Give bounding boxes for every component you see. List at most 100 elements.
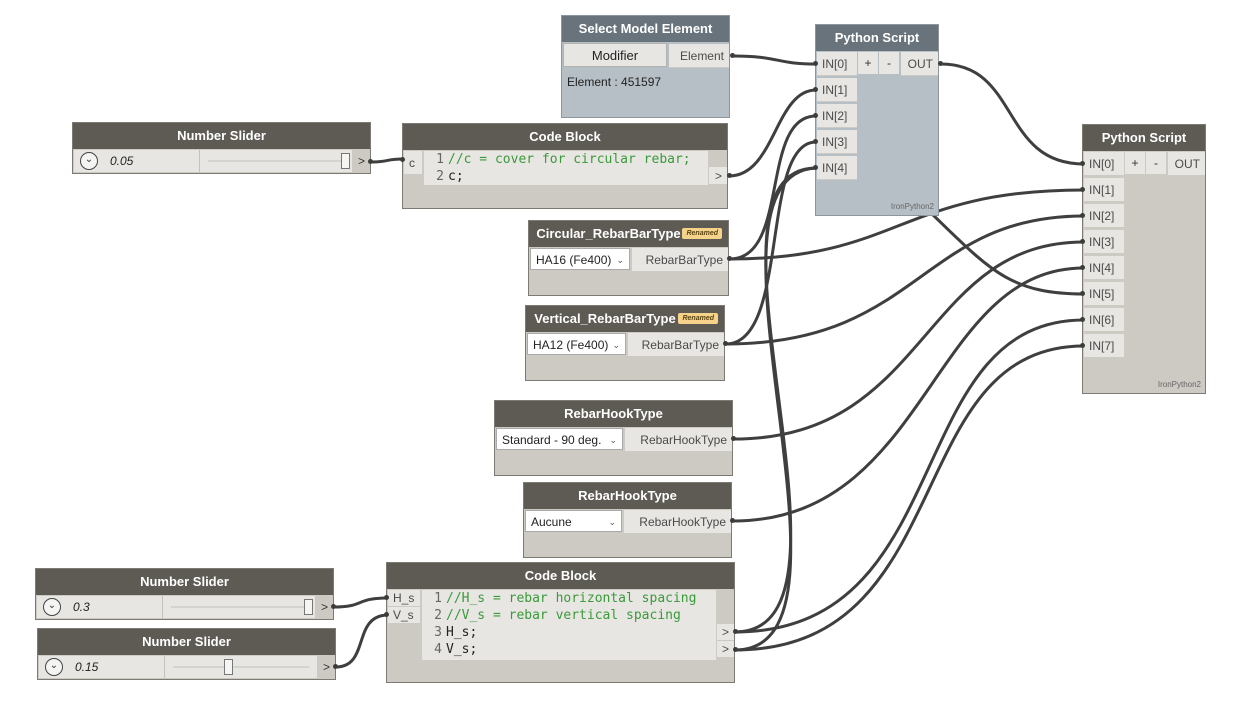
wire-code2a-to-py2-in6 [733, 318, 1086, 634]
wire-code2a-to-py1-in4 [733, 166, 818, 634]
input-port-c[interactable]: c [404, 151, 422, 175]
rebar-bar-type-output-port[interactable]: RebarBarType [628, 333, 724, 357]
slider-track[interactable] [173, 666, 309, 668]
code-editor[interactable]: 1//H_s = rebar horizontal spacing 2//V_s… [422, 590, 716, 660]
remove-input-button[interactable]: - [879, 52, 899, 74]
slider-thumb[interactable] [341, 153, 350, 169]
wire-slider3-to-code2 [334, 613, 390, 669]
element-value: Element : 451597 [567, 75, 662, 89]
out-port[interactable]: OUT [901, 52, 938, 76]
wire-code2b-to-py1-in4 [733, 166, 818, 652]
rebar-hook-type-node-2[interactable]: RebarHookType Aucune ⌄ RebarHookType [523, 482, 732, 558]
rebar-type-dropdown[interactable]: HA12 (Fe400) ⌄ [527, 333, 626, 355]
input-port-in3[interactable]: IN[3] [1084, 230, 1124, 254]
wire-element-to-py1-in0 [731, 54, 818, 66]
node-title-text: Circular_RebarBarType [536, 226, 681, 241]
code-line: //V_s = rebar vertical spacing [446, 608, 681, 623]
output-port-1[interactable]: > [717, 624, 734, 641]
number-slider-node-3[interactable]: Number Slider ⌄ 0.15 > [37, 628, 336, 680]
input-port-in0[interactable]: IN[0] [1084, 152, 1124, 176]
remove-input-button[interactable]: - [1146, 152, 1166, 174]
wire-code1-to-py1-in1 [727, 88, 818, 178]
slider-thumb[interactable] [224, 659, 233, 675]
slider-value: 0.05 [110, 154, 134, 168]
chevron-down-icon: ⌄ [608, 517, 616, 527]
output-port[interactable]: > [709, 167, 727, 185]
line-number: 2 [434, 608, 442, 623]
slider-output-port[interactable]: > [321, 600, 329, 614]
renamed-badge: Renamed [678, 313, 718, 324]
modifier-button[interactable]: Modifier [563, 43, 667, 67]
rebar-type-dropdown[interactable]: HA16 (Fe400) ⌄ [530, 248, 630, 270]
input-port-in3[interactable]: IN[3] [817, 130, 857, 154]
input-port-v-s[interactable]: V_s [388, 607, 420, 624]
python-script-node-2[interactable]: Python Script IN[0] IN[1] IN[2] IN[3] IN… [1082, 124, 1206, 394]
input-port-in1[interactable]: IN[1] [817, 78, 857, 102]
slider-value: 0.15 [75, 660, 99, 674]
add-input-button[interactable]: + [858, 52, 878, 74]
add-input-button[interactable]: + [1125, 152, 1145, 174]
input-port-in5[interactable]: IN[5] [1084, 282, 1124, 306]
code-block-node-1[interactable]: Code Block c 1//c = cover for circular r… [402, 123, 728, 209]
engine-label: IronPython2 [1157, 380, 1201, 389]
node-title: RebarHookType [495, 401, 732, 427]
input-port-h-s[interactable]: H_s [388, 590, 420, 607]
chevron-down-icon[interactable]: ⌄ [43, 598, 61, 616]
wire-code2b-to-py2-in7 [733, 344, 1086, 652]
element-output-port[interactable]: Element [669, 44, 729, 68]
code-line: c; [448, 169, 464, 184]
slider-thumb[interactable] [304, 599, 313, 615]
wire-py1-out-to-py2-in0 [939, 62, 1086, 166]
input-port-in6[interactable]: IN[6] [1084, 308, 1124, 332]
select-model-element-node[interactable]: Select Model Element Modifier Element El… [561, 15, 730, 118]
wire-vert-to-py1-in3 [724, 140, 818, 346]
input-port-in2[interactable]: IN[2] [817, 104, 857, 128]
rebar-bar-type-output-port[interactable]: RebarBarType [632, 248, 728, 272]
wire-vert-to-py2-in2 [724, 214, 1086, 346]
hook-type-dropdown[interactable]: Standard - 90 deg. ⌄ [496, 428, 623, 450]
chevron-down-icon: ⌄ [616, 255, 624, 265]
slider-track[interactable] [171, 606, 307, 608]
input-port-in1[interactable]: IN[1] [1084, 178, 1124, 202]
slider-output-port[interactable]: > [323, 660, 331, 674]
slider-value: 0.3 [73, 600, 90, 614]
output-port-2[interactable]: > [717, 641, 734, 658]
input-port-in4[interactable]: IN[4] [817, 156, 857, 180]
chevron-down-icon[interactable]: ⌄ [45, 658, 63, 676]
dropdown-value: Standard - 90 deg. [502, 433, 602, 447]
code-block-node-2[interactable]: Code Block H_s V_s 1//H_s = rebar horizo… [386, 562, 735, 683]
dropdown-value: HA16 (Fe400) [536, 253, 612, 267]
wire-circ-to-py1-in2 [728, 114, 818, 261]
input-port-in2[interactable]: IN[2] [1084, 204, 1124, 228]
slider-output-port[interactable]: > [358, 154, 366, 168]
wire-py1-to-py2-in5 [928, 210, 1086, 296]
python-script-node-1[interactable]: Python Script IN[0] IN[1] IN[2] IN[3] IN… [815, 24, 939, 216]
wire-slider1-to-code1 [369, 157, 405, 164]
node-title: Number Slider [73, 123, 370, 149]
rebar-hook-type-node-1[interactable]: RebarHookType Standard - 90 deg. ⌄ Rebar… [494, 400, 733, 476]
line-number: 4 [434, 642, 442, 657]
number-slider-node-1[interactable]: Number Slider ⌄ 0.05 > [72, 122, 371, 174]
wire-slider2-to-code2 [332, 596, 390, 609]
node-title-text: Vertical_RebarBarType [534, 311, 676, 326]
hook-type-dropdown[interactable]: Aucune ⌄ [525, 510, 622, 532]
number-slider-node-2[interactable]: Number Slider ⌄ 0.3 > [35, 568, 334, 620]
wire-hook1-to-py2-in3 [732, 240, 1086, 441]
renamed-badge: Renamed [682, 228, 722, 239]
chevron-down-icon[interactable]: ⌄ [80, 152, 98, 170]
rebar-hook-type-output-port[interactable]: RebarHookType [625, 428, 732, 452]
engine-label: IronPython2 [890, 202, 934, 211]
input-port-in7[interactable]: IN[7] [1084, 334, 1124, 358]
rebar-hook-type-output-port[interactable]: RebarHookType [624, 510, 731, 534]
input-port-in0[interactable]: IN[0] [817, 52, 857, 76]
chevron-down-icon: ⌄ [609, 435, 617, 445]
node-title: Python Script [816, 25, 938, 51]
node-title: Code Block [387, 563, 734, 589]
slider-track[interactable] [208, 160, 344, 162]
out-port[interactable]: OUT [1168, 152, 1205, 176]
input-port-in4[interactable]: IN[4] [1084, 256, 1124, 280]
node-title: Select Model Element [562, 16, 729, 42]
